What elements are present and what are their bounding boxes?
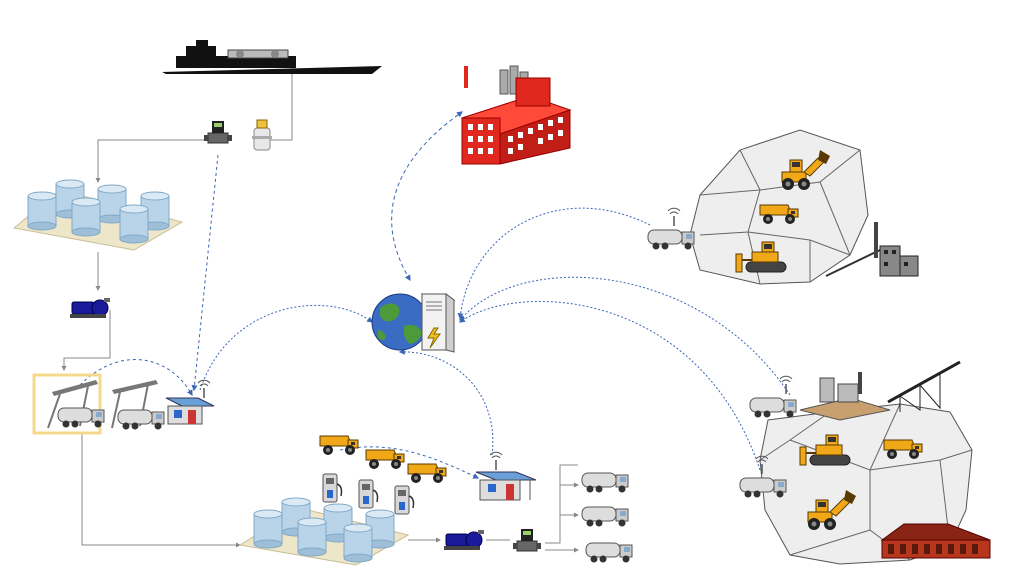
control-room-icon[interactable] (475, 451, 537, 501)
tank-truck-icon[interactable] (749, 397, 797, 418)
tank-truck-icon[interactable] (585, 542, 633, 563)
tank-truck-icon[interactable] (647, 229, 695, 250)
data-links (79, 111, 791, 479)
conveyor-icon[interactable] (799, 360, 961, 421)
server-icon[interactable] (420, 293, 456, 353)
fuel-dispenser-icon[interactable] (394, 485, 415, 515)
pump-icon[interactable] (443, 529, 485, 551)
fuel-station-icon[interactable] (32, 373, 105, 435)
dump-truck-icon[interactable] (365, 449, 405, 470)
tanker-ship-icon[interactable] (162, 40, 382, 74)
tank-farm-icon[interactable] (12, 179, 184, 251)
antenna-icon (667, 207, 681, 227)
filter-icon[interactable] (252, 119, 272, 151)
globe-icon[interactable] (371, 293, 429, 351)
flow-meter-icon[interactable] (203, 120, 233, 144)
tank-truck-icon[interactable] (581, 472, 629, 493)
pipe-lines (61, 62, 579, 553)
factory-icon[interactable] (460, 65, 572, 165)
dump-truck-icon[interactable] (407, 463, 447, 484)
tank-truck-icon[interactable] (581, 506, 629, 527)
antenna-icon (779, 375, 793, 395)
pump-icon[interactable] (69, 297, 111, 319)
power-plant-icon[interactable] (825, 222, 919, 277)
fuel-station-icon[interactable] (111, 380, 165, 430)
dump-truck-icon[interactable] (319, 435, 359, 456)
tank-farm-icon[interactable] (238, 497, 410, 566)
flow-meter-icon[interactable] (512, 528, 542, 552)
fuel-dispenser-icon[interactable] (358, 479, 379, 509)
fuel-dispenser-icon[interactable] (322, 473, 343, 503)
control-room-icon[interactable] (165, 379, 215, 425)
workshop-icon[interactable] (880, 523, 991, 559)
